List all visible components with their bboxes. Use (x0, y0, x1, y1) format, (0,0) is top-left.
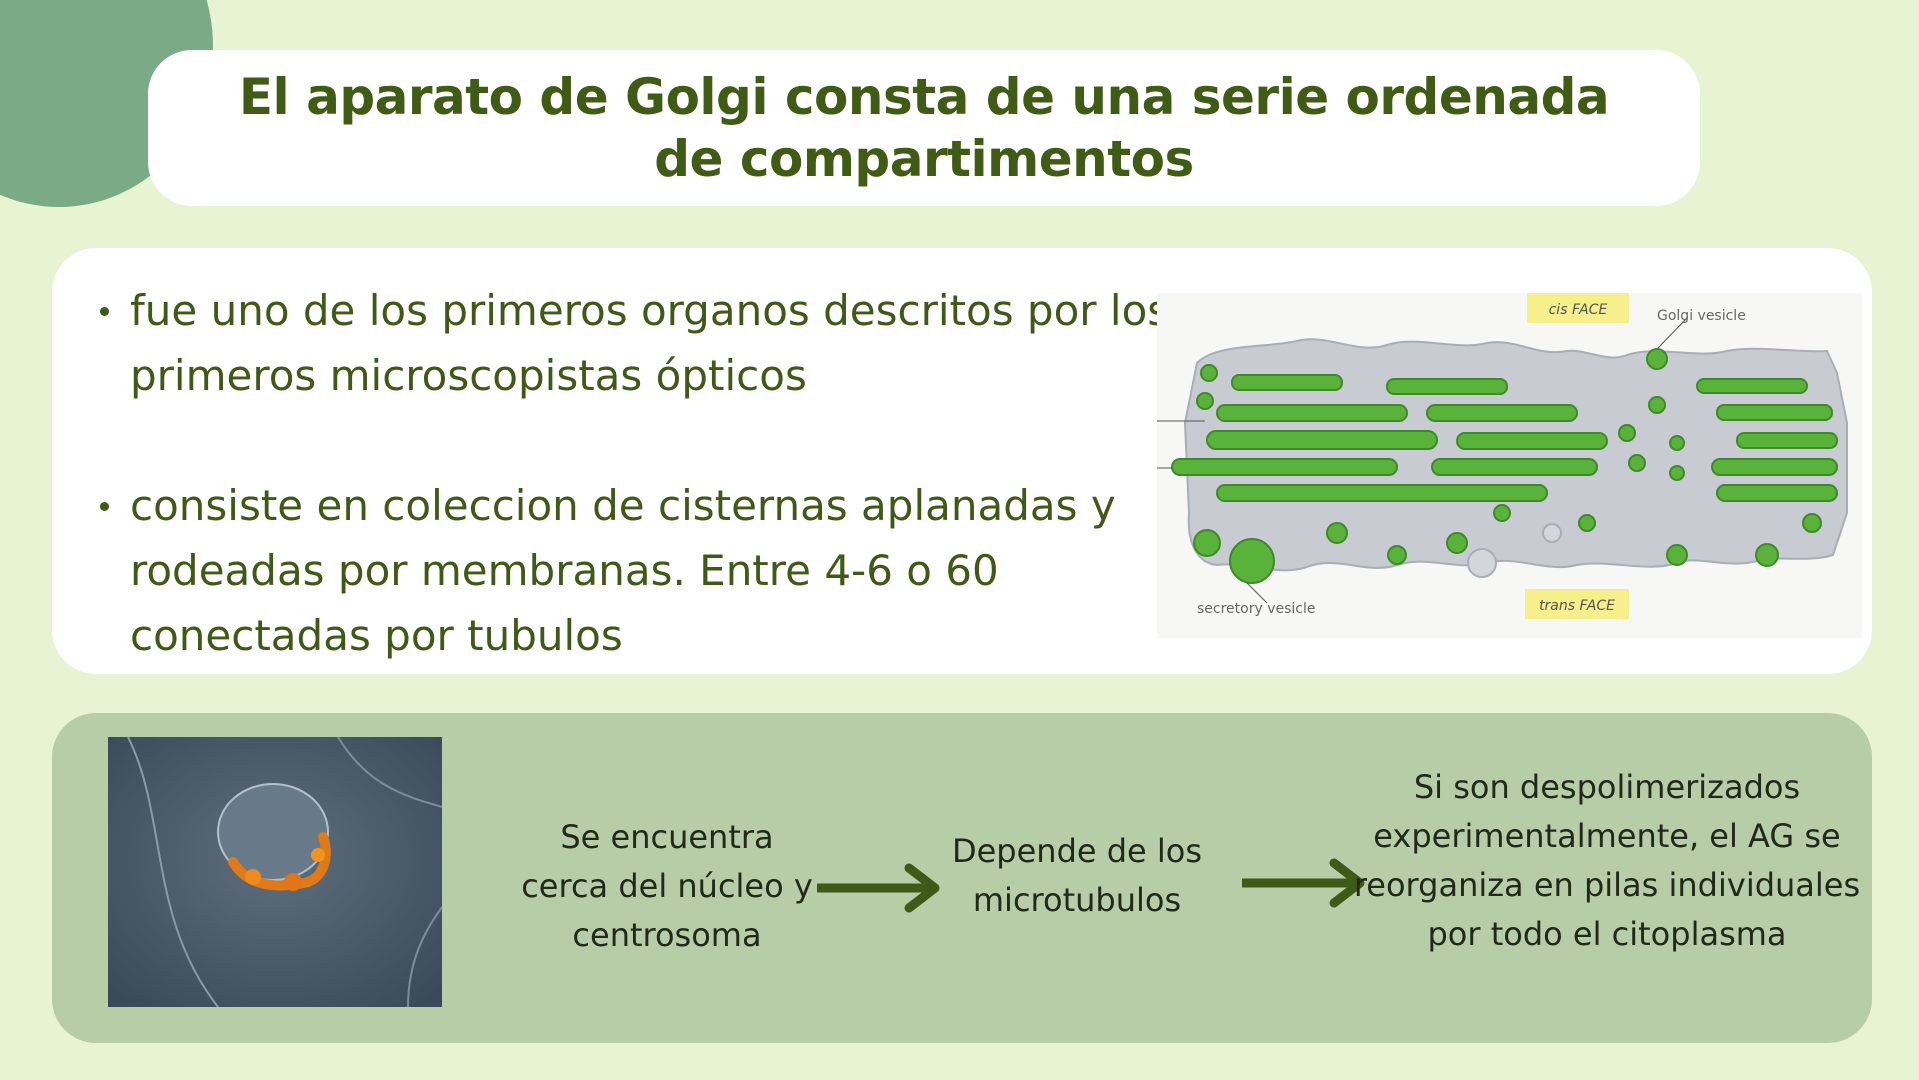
golgi-vesicle (1646, 348, 1668, 370)
arrow-right-icon (817, 863, 940, 913)
grey-vesicle (1542, 523, 1562, 543)
vesicle (1446, 532, 1468, 554)
flow-card: Se encuentra cerca del núcleo y centroso… (52, 713, 1872, 1043)
cisterna (1216, 404, 1408, 422)
vesicle (1755, 543, 1779, 567)
vesicle (1802, 513, 1822, 533)
membrane-network (1183, 338, 1848, 572)
cisterna (1711, 458, 1838, 476)
cisterna (1231, 374, 1343, 391)
vesicle (1493, 504, 1511, 522)
cisterna (1716, 484, 1838, 502)
cis-face-label: cis FACE (1549, 302, 1608, 318)
cisterna (1386, 378, 1508, 395)
cisterna (1696, 378, 1808, 394)
slide-title: El aparato de Golgi consta de una serie … (238, 68, 1610, 188)
trans-face-label-bg (1525, 589, 1629, 619)
vesicles (1193, 348, 1822, 584)
golgi-stain-spot (311, 848, 325, 862)
cell-edge (407, 906, 442, 1007)
pointer-line (1656, 317, 1688, 350)
cis-face-label-bg (1527, 293, 1629, 323)
secretory-vesicle-label: secretory vesicle (1197, 601, 1316, 617)
flow-step-depolymerization: Si son despolimerizados experimentalment… (1353, 768, 1861, 953)
golgi-apparatus-diagram: cis FACE Golgi vesicle secretory vesicle… (1157, 293, 1862, 638)
vesicle (1669, 465, 1685, 481)
vesicle (1666, 544, 1688, 566)
vesicle (1648, 396, 1666, 414)
title-banner: El aparato de Golgi consta de una serie … (148, 50, 1700, 206)
vesicle (1578, 514, 1596, 532)
vesicle (1628, 454, 1646, 472)
golgi-vesicle-label: Golgi vesicle (1657, 308, 1746, 324)
vesicle (1196, 392, 1214, 410)
arrow-right-icon (1242, 858, 1365, 908)
vesicle (1200, 364, 1218, 382)
flow-step-dependency: Depende de los microtubulos (951, 832, 1203, 919)
grey-vesicle (1467, 548, 1497, 578)
cisterna (1216, 484, 1548, 502)
cisterna (1426, 404, 1578, 422)
trans-face-label: trans FACE (1539, 598, 1615, 614)
golgi-stain-spot (245, 869, 261, 885)
golgi-stain-spot (284, 873, 302, 891)
vesicle (1618, 424, 1636, 442)
bullet-item: consiste en coleccion de cisternas aplan… (96, 473, 1216, 668)
vesicle (1669, 435, 1685, 451)
bullet-list: fue uno de los primeros organos descrito… (96, 278, 1216, 668)
cell-edge (337, 737, 442, 808)
flow-step-location: Se encuentra cerca del núcleo y centroso… (521, 818, 813, 954)
secretory-vesicle (1229, 538, 1275, 584)
cisterna (1206, 430, 1438, 450)
cisterna (1736, 432, 1838, 449)
vesicle (1387, 545, 1407, 565)
cisterna (1171, 458, 1398, 476)
info-card: fue uno de los primeros organos descrito… (52, 248, 1872, 674)
pointer-line (1246, 582, 1268, 604)
cisterna (1431, 458, 1598, 476)
cisterna (1456, 432, 1608, 450)
cell-edge (127, 737, 219, 1007)
cell-micrograph (108, 737, 442, 1007)
cisternae-stack (1171, 374, 1838, 502)
cisterna (1716, 404, 1833, 421)
bullet-item: fue uno de los primeros organos descrito… (96, 278, 1216, 408)
vesicle (1193, 529, 1221, 557)
vesicle (1326, 522, 1348, 544)
nucleus (217, 783, 329, 881)
